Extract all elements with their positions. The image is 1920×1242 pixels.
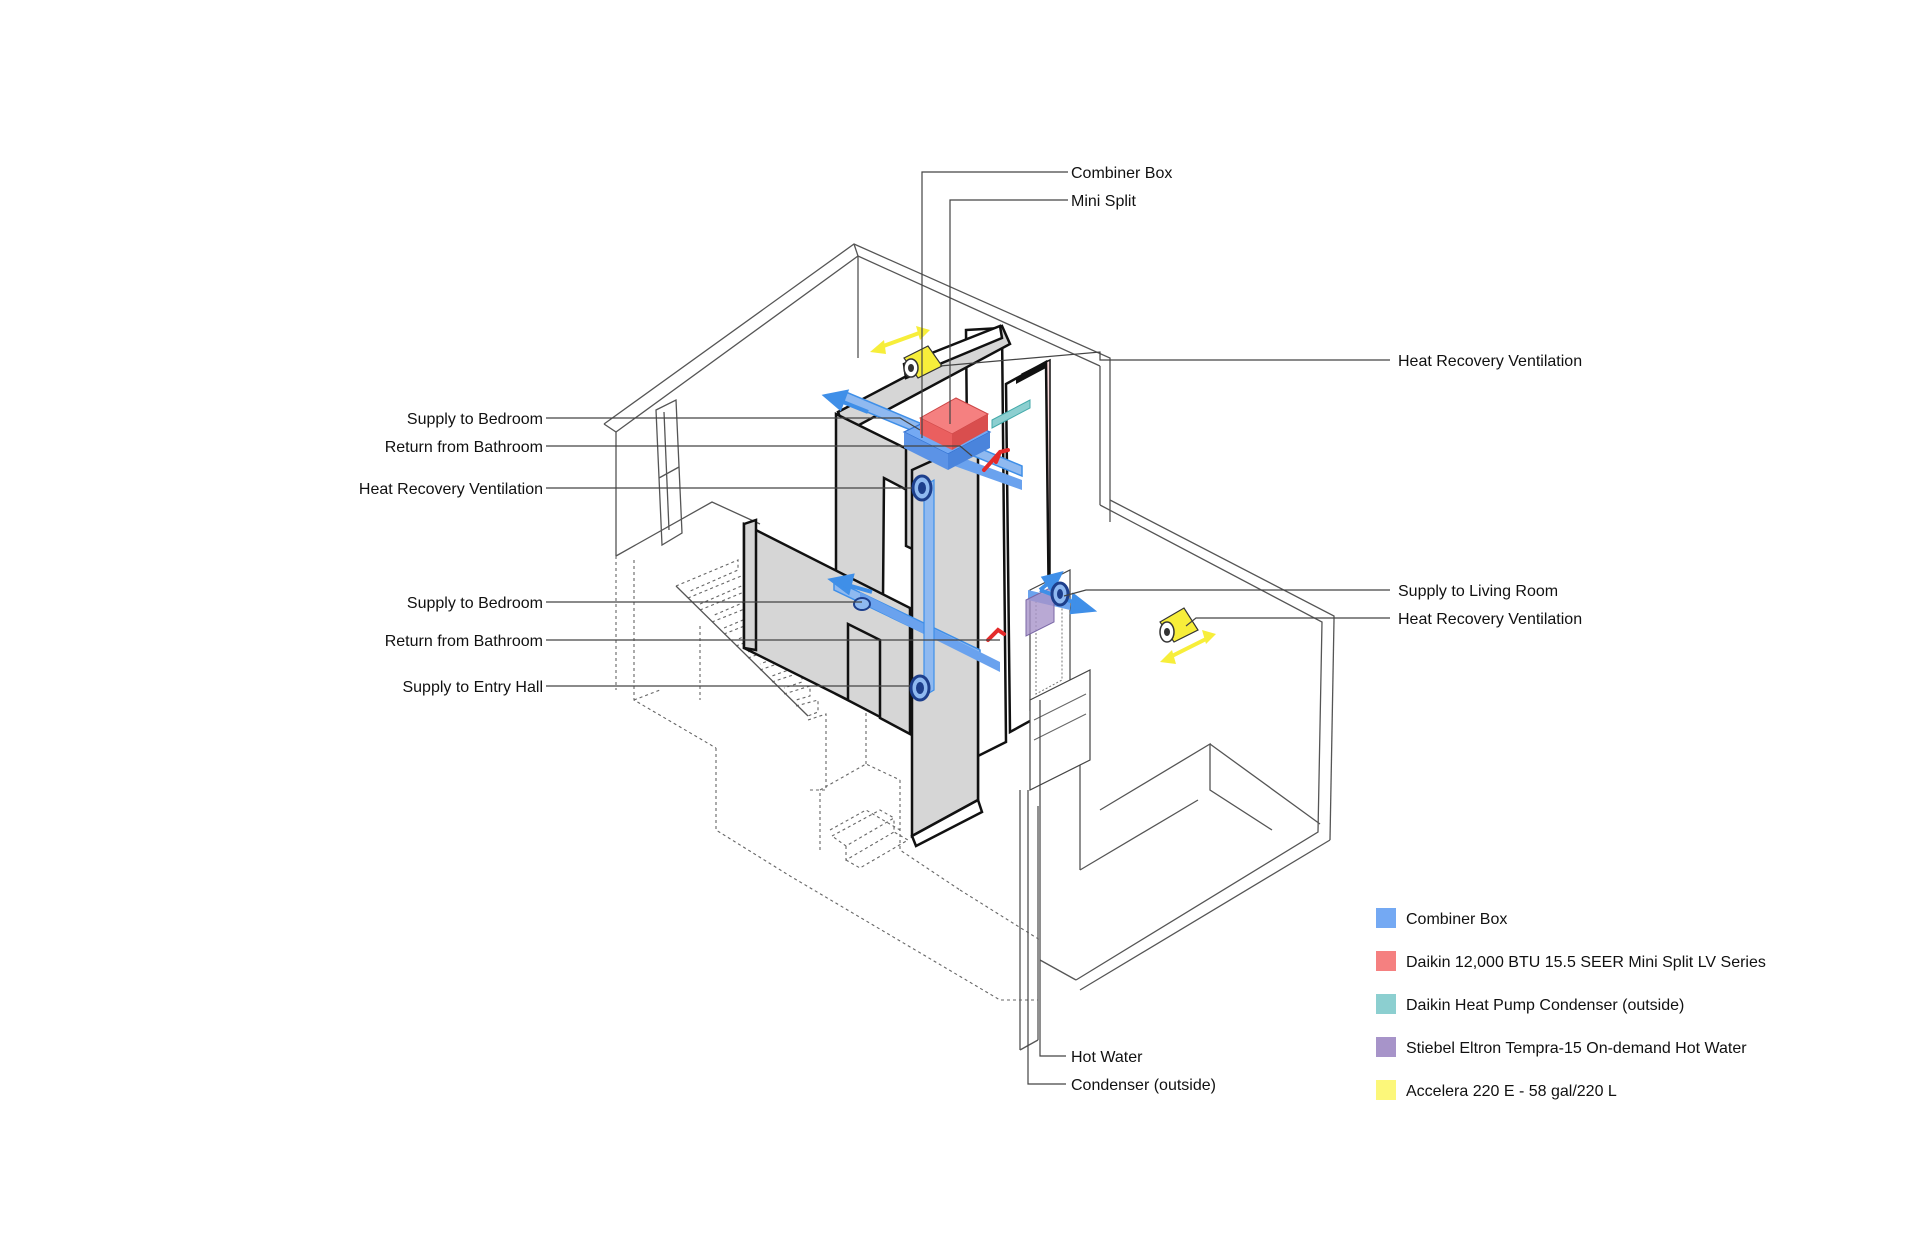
service-core-walls (742, 324, 1091, 848)
hrv-unit-bedroom (870, 326, 943, 379)
legend: Combiner Box Daikin 12,000 BTU 15.5 SEER… (1376, 908, 1766, 1100)
legend-label: Daikin 12,000 BTU 15.5 SEER Mini Split L… (1406, 954, 1766, 971)
left-callout-labels: Supply to Bedroom Return from Bathroom H… (359, 411, 543, 696)
label-hot-water: Hot Water (1071, 1049, 1143, 1066)
legend-swatch (1376, 951, 1396, 971)
hrv-grilles (853, 474, 1070, 702)
legend-swatch (1376, 1080, 1396, 1100)
label-supply-entry: Supply to Entry Hall (402, 679, 543, 696)
label-supply-bedroom-2: Supply to Bedroom (407, 595, 543, 612)
house-wireframe (603, 243, 1335, 1051)
leader-lines (546, 171, 1390, 1085)
legend-label: Accelera 220 E - 58 gal/220 L (1406, 1083, 1617, 1100)
airflow-arrows (821, 389, 1098, 615)
label-condenser: Condenser (outside) (1071, 1077, 1216, 1094)
legend-swatch (1376, 908, 1396, 928)
label-combiner-box: Combiner Box (1071, 165, 1172, 182)
legend-swatch (1376, 994, 1396, 1014)
label-hrv-top: Heat Recovery Ventilation (1398, 353, 1582, 370)
hrv-unit-living (1159, 607, 1216, 664)
legend-label: Stiebel Eltron Tempra-15 On-demand Hot W… (1406, 1040, 1747, 1057)
right-callout-labels: Combiner Box Mini Split Heat Recovery Ve… (1071, 165, 1582, 1094)
label-return-bath-1: Return from Bathroom (385, 439, 543, 456)
label-supply-living: Supply to Living Room (1398, 583, 1558, 600)
legend-label: Daikin Heat Pump Condenser (outside) (1406, 997, 1684, 1014)
label-hrv-lower: Heat Recovery Ventilation (1398, 611, 1582, 628)
label-hrv-left: Heat Recovery Ventilation (359, 481, 543, 498)
legend-swatch (1376, 1037, 1396, 1057)
label-return-bath-2: Return from Bathroom (385, 633, 543, 650)
label-supply-bedroom-1: Supply to Bedroom (407, 411, 543, 428)
label-mini-split: Mini Split (1071, 193, 1136, 210)
legend-label: Combiner Box (1406, 911, 1507, 928)
